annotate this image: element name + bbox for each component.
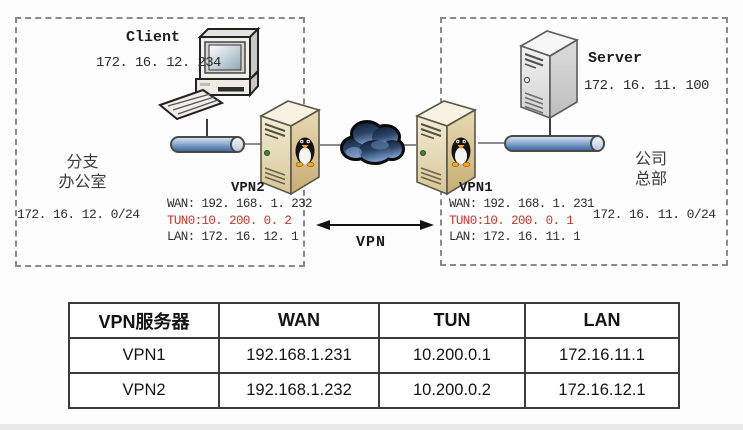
- vpn1-tun: TUN0:10. 200. 0. 1: [449, 213, 574, 228]
- hq-server-icon: [519, 30, 579, 120]
- branch-office-name: 分支 办公室: [30, 153, 135, 193]
- hq-subnet: 172. 16. 11. 0/24: [593, 207, 716, 222]
- cell-vpn2-tun: 10.200.0.2: [378, 372, 526, 409]
- cell-vpn1-tun: 10.200.0.1: [378, 337, 526, 374]
- table-row: VPN1 192.168.1.231 10.200.0.1 172.16.11.…: [68, 337, 680, 374]
- cell-vpn1-lan: 172.16.11.1: [524, 337, 680, 374]
- vpn2-lan: LAN: 172. 16. 12. 1: [167, 230, 299, 244]
- vpn1-server-icon: [415, 100, 478, 196]
- lan-to-vpn2-line: [245, 143, 261, 145]
- table-row: VPN2 192.168.1.232 10.200.0.2 172.16.12.…: [68, 372, 680, 409]
- client-computer-icon: [158, 26, 261, 121]
- header-lan: LAN: [524, 302, 680, 339]
- server-ip: 172. 16. 11. 100: [584, 78, 709, 94]
- headquarters-name: 公司 总部: [612, 150, 690, 190]
- branch-ethernet-segment: [170, 136, 245, 153]
- header-wan: WAN: [218, 302, 380, 339]
- vpn2-info: WAN: 192. 168. 1. 232 TUN0:10. 200. 0. 2…: [167, 196, 313, 246]
- server-to-lan-line: [549, 117, 551, 136]
- client-ip: 172. 16. 12. 234: [96, 55, 221, 71]
- table-header-row: VPN服务器 WAN TUN LAN: [68, 302, 680, 339]
- vpn-servers-table: VPN服务器 WAN TUN LAN VPN1 192.168.1.231 10…: [68, 302, 680, 409]
- cell-vpn1-name: VPN1: [68, 337, 220, 374]
- vpn1-label: VPN1: [459, 180, 493, 196]
- vpn2-to-cloud-line: [320, 144, 344, 146]
- internet-cloud-icon: [340, 120, 405, 165]
- cell-vpn2-wan: 192.168.1.232: [218, 372, 380, 409]
- headquarters-name-line2: 总部: [634, 171, 667, 188]
- client-label: Client: [126, 29, 181, 46]
- branch-office-name-line1: 分支: [66, 154, 99, 171]
- vpn1-lan: LAN: 172. 16. 11. 1: [449, 230, 581, 244]
- vpn2-wan: WAN: 192. 168. 1. 232: [167, 197, 313, 211]
- vpn-link-label: VPN: [356, 234, 387, 251]
- bottom-edge-strip: [0, 424, 743, 430]
- branch-subnet: 172. 16. 12. 0/24: [17, 207, 140, 222]
- hq-ethernet-segment: [504, 135, 605, 152]
- cloud-to-vpn1-line: [398, 144, 416, 146]
- cell-vpn1-wan: 192.168.1.231: [218, 337, 380, 374]
- cell-vpn2-name: VPN2: [68, 372, 220, 409]
- network-diagram: Client 172. 16. 12. 234 分支 办公室 172. 16. …: [15, 17, 728, 267]
- vpn2-server-icon: [259, 100, 322, 196]
- vpn-tunnel-arrow: [316, 220, 434, 230]
- client-to-lan-line: [206, 119, 208, 137]
- server-label: Server: [588, 50, 643, 67]
- branch-office-name-line2: 办公室: [58, 174, 107, 191]
- vpn1-to-lan-line: [478, 142, 506, 144]
- vpn1-wan: WAN: 192. 168. 1. 231: [449, 197, 595, 211]
- vpn2-label: VPN2: [231, 180, 265, 196]
- header-tun: TUN: [378, 302, 526, 339]
- headquarters-name-line1: 公司: [634, 151, 667, 168]
- vpn2-tun: TUN0:10. 200. 0. 2: [167, 213, 292, 228]
- vpn1-info: WAN: 192. 168. 1. 231 TUN0:10. 200. 0. 1…: [449, 196, 595, 246]
- header-vpn-server: VPN服务器: [68, 302, 220, 339]
- cell-vpn2-lan: 172.16.12.1: [524, 372, 680, 409]
